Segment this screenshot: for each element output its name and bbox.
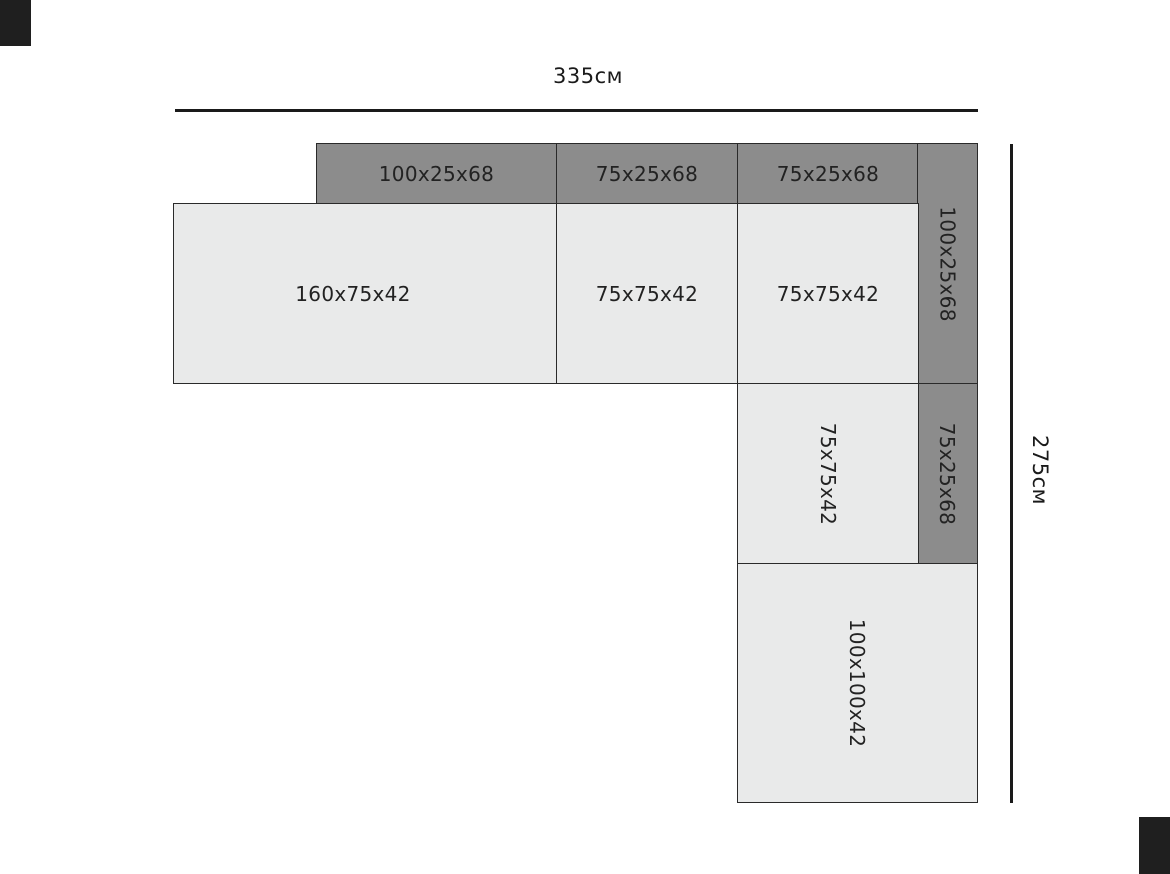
- back-module-side-1-label: 100x25x68: [935, 205, 960, 322]
- seat-module-4-label: 75x75x42: [815, 422, 840, 525]
- height-dimension-label: 275см: [1027, 435, 1052, 505]
- seat-module-2-label: 75x75x42: [595, 281, 699, 306]
- back-module-top-1-label: 100x25x68: [378, 161, 495, 186]
- back-module-side-2-label: 75x25x68: [935, 422, 960, 525]
- seat-module-3-label: 75x75x42: [776, 281, 880, 306]
- width-dimension-label: 335см: [553, 64, 623, 88]
- seat-module-3: 75x75x42: [737, 203, 919, 384]
- height-dimension-line: [1010, 144, 1013, 803]
- seat-module-1: 160x75x42: [173, 203, 557, 384]
- back-module-top-3-label: 75x25x68: [776, 161, 880, 186]
- width-dimension-line: [175, 109, 978, 112]
- seat-module-4: 75x75x42: [737, 383, 919, 564]
- back-module-side-2: 75x25x68: [917, 383, 978, 564]
- seat-module-2: 75x75x42: [556, 203, 738, 384]
- back-module-top-2-label: 75x25x68: [595, 161, 699, 186]
- back-module-top-3: 75x25x68: [737, 143, 919, 204]
- seat-module-1-label: 160x75x42: [295, 281, 411, 306]
- corner-block-top-left: [0, 0, 31, 46]
- corner-block-bottom-right: [1139, 817, 1170, 874]
- seat-module-corner-label: 100x100x42: [845, 618, 870, 748]
- back-module-top-2: 75x25x68: [556, 143, 738, 204]
- seat-module-corner: 100x100x42: [737, 563, 978, 803]
- back-module-side-1: 100x25x68: [917, 143, 978, 384]
- back-module-top-1: 100x25x68: [316, 143, 557, 204]
